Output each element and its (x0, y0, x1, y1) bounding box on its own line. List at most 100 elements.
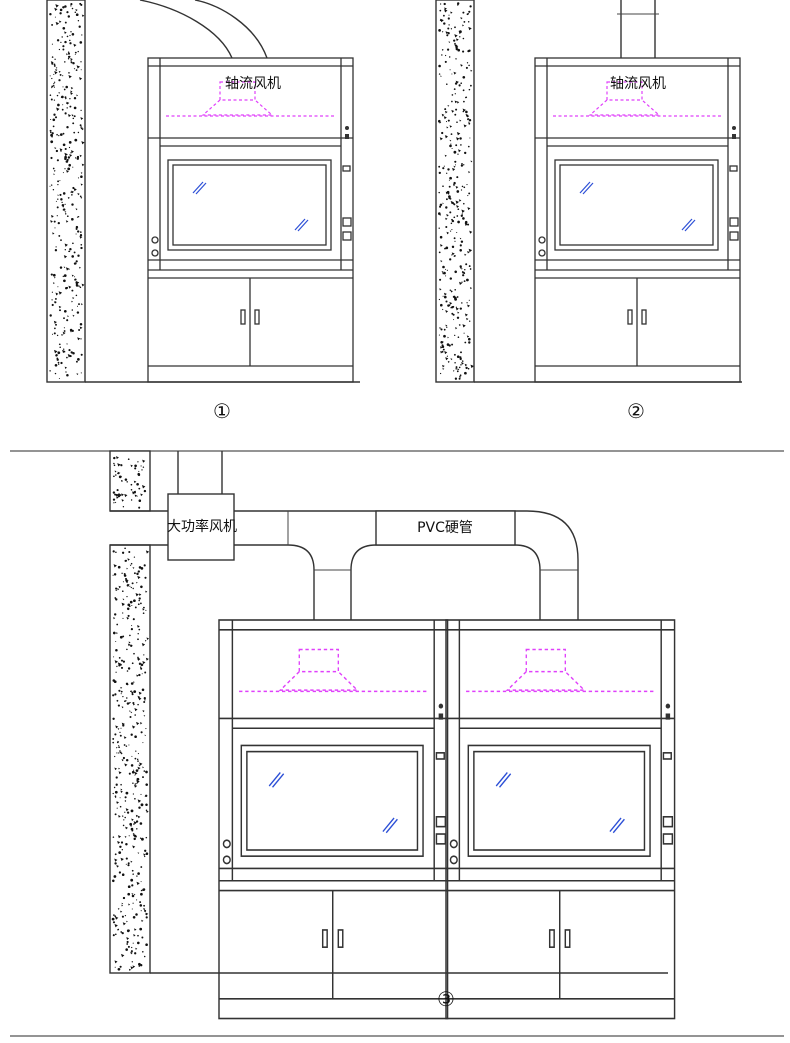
wall-aggregate (54, 147, 57, 150)
wall-speckle (132, 916, 136, 919)
wall-speckle (53, 113, 56, 116)
wall-speckle (62, 275, 64, 278)
wall-speckle (115, 598, 118, 601)
wall-speckle (439, 19, 442, 22)
wall-speckle (63, 317, 65, 320)
wall-speckle (465, 263, 468, 266)
wall-aggregate (459, 119, 462, 122)
wall-speckle (118, 475, 122, 479)
hood-plenum-dashed (588, 99, 661, 116)
wall-speckle (118, 745, 120, 747)
wall-aggregate (118, 767, 120, 770)
wall-speckle (136, 875, 138, 877)
wall-speckle (112, 792, 114, 795)
wall-aggregate (144, 734, 147, 737)
wall-speckle (114, 733, 117, 736)
wall-speckle (449, 258, 452, 261)
wall-speckle (144, 855, 146, 858)
wall-speckle (133, 556, 136, 558)
wall-speckle (439, 372, 442, 375)
wall-speckle (456, 231, 458, 234)
wall-speckle (79, 124, 82, 127)
wall-aggregate (125, 697, 128, 700)
wall-speckle (124, 547, 126, 550)
wall-aggregate (145, 657, 149, 661)
wall-speckle (131, 662, 134, 665)
wall-speckle (447, 304, 450, 307)
wall-speckle (71, 218, 74, 221)
wall-speckle (133, 837, 136, 841)
wall-aggregate (81, 34, 83, 36)
wall-speckle (453, 319, 455, 321)
wall-speckle (120, 841, 124, 844)
wall-speckle (115, 493, 119, 497)
door-handle (337, 929, 344, 948)
wall-aggregate (73, 187, 77, 192)
wall-aggregate (135, 947, 138, 950)
wall-speckle (68, 349, 71, 352)
wall-aggregate (76, 94, 79, 97)
wall-speckle (145, 609, 147, 611)
wall-speckle (49, 12, 52, 16)
glass-glint (268, 772, 281, 787)
wall-speckle (122, 896, 126, 900)
wall-speckle (49, 131, 52, 134)
wall-speckle (465, 96, 468, 99)
concrete-wall (435, 0, 475, 383)
wall-aggregate (130, 951, 133, 955)
wall-speckle (119, 750, 121, 752)
wall-speckle (121, 551, 125, 554)
wall-speckle (466, 278, 469, 282)
wall-speckle (75, 227, 78, 230)
wall-speckle (140, 663, 144, 667)
wall-speckle (134, 952, 137, 955)
wall-speckle (77, 230, 80, 233)
door-handle (641, 309, 647, 325)
wall-speckle (450, 28, 453, 30)
wall-speckle (464, 341, 467, 344)
wall-speckle (63, 274, 67, 277)
wall-aggregate (113, 501, 115, 504)
wall-aggregate (54, 7, 58, 12)
wall-speckle (117, 565, 121, 569)
wall-speckle (462, 274, 465, 277)
wall-aggregate (463, 124, 467, 128)
wall-speckle (142, 951, 144, 953)
valve-knob (151, 249, 159, 257)
wall-speckle (118, 689, 121, 692)
wall-aggregate (453, 165, 456, 168)
wall-aggregate (469, 230, 473, 234)
glass-glint (192, 181, 204, 194)
indicator-dot (665, 703, 671, 709)
wall-speckle (70, 3, 73, 5)
wall-speckle (74, 51, 77, 54)
wall-speckle (114, 795, 117, 798)
wall-aggregate (142, 660, 146, 665)
wall-speckle (439, 205, 442, 208)
wall-speckle (142, 612, 145, 615)
wall-speckle (136, 782, 138, 785)
wall-speckle (464, 268, 466, 271)
wall-aggregate (75, 8, 78, 12)
wall-speckle (66, 102, 68, 104)
wall-aggregate (120, 857, 124, 862)
wall-speckle (58, 377, 60, 380)
wall-speckle (116, 807, 118, 809)
wall-aggregate (142, 766, 144, 769)
indicator-dot (438, 703, 444, 709)
wall-speckle (438, 165, 441, 168)
fan-label: 轴流风机 (225, 76, 281, 92)
wall-speckle (468, 265, 471, 268)
wall-speckle (444, 108, 447, 111)
wall-aggregate (468, 248, 473, 253)
wall-aggregate (462, 324, 466, 328)
wall-speckle (467, 367, 470, 370)
wall-speckle (139, 904, 143, 907)
wall-aggregate (452, 183, 456, 187)
wall-speckle (131, 582, 134, 585)
wall-aggregate (67, 196, 70, 200)
main-duct-branch-left-outer (234, 544, 315, 620)
socket-icon (342, 165, 351, 172)
wall-speckle (115, 649, 118, 652)
